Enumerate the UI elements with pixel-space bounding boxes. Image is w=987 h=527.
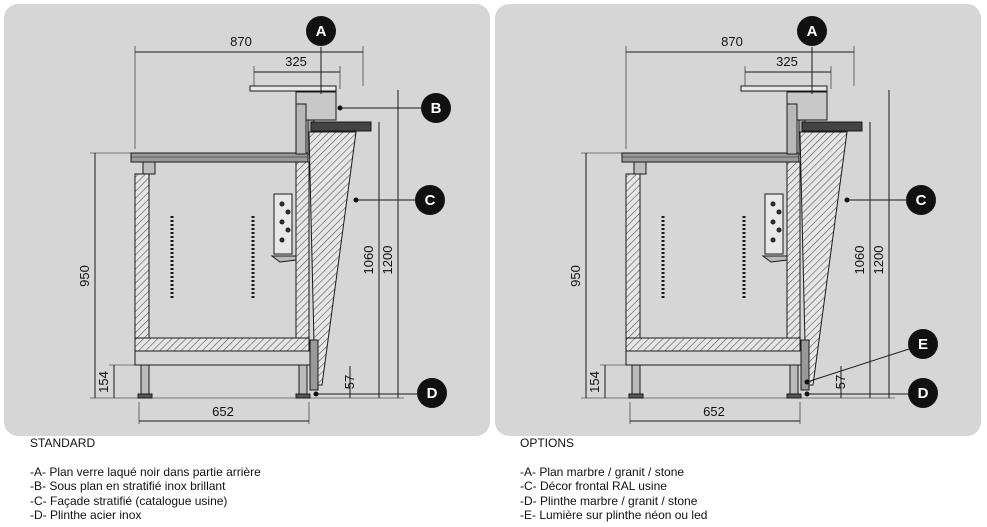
- callout-d: D: [908, 378, 938, 408]
- svg-text:C: C: [916, 192, 927, 209]
- svg-text:D: D: [918, 385, 929, 402]
- options-heading: OPTIONS: [520, 436, 575, 450]
- standard-section-drawing: 870 325 652 950 154 1060 1200 57 A B C D: [77, 16, 451, 424]
- legend-item-a: -A- Plan marbre / granit / stone: [520, 464, 685, 479]
- dim-overall-depth: 870: [230, 34, 252, 49]
- legend-item-d: -D- Plinthe marbre / granit / stone: [520, 493, 698, 508]
- dim-counter-height: 950: [77, 265, 92, 287]
- callout-c: C: [906, 185, 936, 215]
- legend-item-a: -A- Plan verre laqué noir dans partie ar…: [30, 464, 261, 479]
- legend-item-e: -E- Lumière sur plinthe néon ou led: [520, 508, 708, 523]
- svg-text:D: D: [427, 385, 438, 402]
- dim-toe-height: 57: [833, 375, 848, 389]
- standard-heading: STANDARD: [30, 436, 96, 450]
- legend-item-c: -C- Façade stratifié (catalogue usine): [30, 493, 228, 508]
- dim-total-height: 1200: [380, 246, 395, 275]
- dim-total-height: 1200: [871, 246, 886, 275]
- callout-a: A: [797, 16, 827, 46]
- standard-legend: STANDARD -A- Plan verre laqué noir dans …: [30, 436, 510, 523]
- callout-a: A: [306, 16, 336, 46]
- dim-plinth-height: 154: [587, 371, 602, 393]
- dim-front-height: 1060: [852, 246, 867, 275]
- callout-b: B: [421, 93, 451, 123]
- svg-text:A: A: [807, 23, 818, 40]
- svg-text:A: A: [316, 23, 327, 40]
- options-drawing-panel: 870 325 652 950 154 1060 1200 57 A C E D: [495, 4, 981, 436]
- callout-d: D: [417, 378, 447, 408]
- dim-overall-depth: 870: [721, 34, 743, 49]
- dim-upper-depth: 325: [776, 54, 798, 69]
- svg-text:E: E: [918, 336, 928, 353]
- dim-toe-height: 57: [342, 375, 357, 389]
- legend-item-b: -B- Sous plan en stratifié inox brillant: [30, 479, 226, 494]
- legend-item-c: -C- Décor frontal RAL usine: [520, 479, 667, 494]
- options-section-drawing: 870 325 652 950 154 1060 1200 57 A C E D: [568, 16, 938, 424]
- svg-text:C: C: [425, 192, 436, 209]
- options-legend: OPTIONS -A- Plan marbre / granit / stone…: [520, 436, 987, 523]
- dim-front-height: 1060: [361, 246, 376, 275]
- dim-upper-depth: 325: [285, 54, 307, 69]
- dim-counter-height: 950: [568, 265, 583, 287]
- legend-item-d: -D- Plinthe acier inox: [30, 508, 142, 523]
- dim-base-depth: 652: [212, 404, 234, 419]
- dim-plinth-height: 154: [96, 371, 111, 393]
- callout-e: E: [908, 329, 938, 359]
- dim-base-depth: 652: [703, 404, 725, 419]
- svg-text:B: B: [431, 100, 442, 117]
- callout-c: C: [415, 185, 445, 215]
- standard-drawing-panel: 870 325 652 950 154 1060 1200 57 A B C D: [4, 4, 490, 436]
